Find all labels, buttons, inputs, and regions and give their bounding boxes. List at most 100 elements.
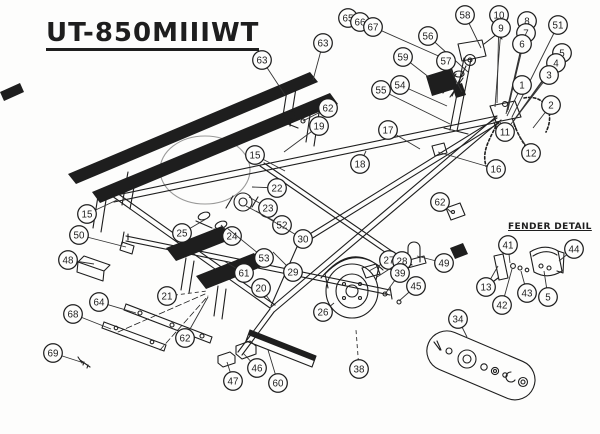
svg-text:42: 42 [497,300,508,311]
callout-20: 20 [251,278,271,298]
callout-42: 42 [492,295,512,315]
fender-detail-label: FENDER DETAIL [508,222,592,232]
callout-21: 21 [157,286,177,306]
svg-text:7: 7 [523,28,528,39]
callout-2: 2 [541,95,561,115]
svg-text:45: 45 [411,281,422,292]
callout-17: 17 [378,120,398,140]
svg-text:58: 58 [460,10,471,21]
svg-text:63: 63 [318,38,329,49]
svg-text:62: 62 [180,333,191,344]
svg-text:65: 65 [343,13,354,24]
svg-text:10: 10 [494,10,505,21]
callout-13: 13 [476,277,496,297]
svg-text:28: 28 [397,256,408,267]
callout-43: 43 [517,283,537,303]
callout-69: 69 [43,343,63,363]
svg-text:23: 23 [263,203,274,214]
svg-text:67: 67 [368,22,379,33]
svg-text:50: 50 [74,230,85,241]
svg-text:26: 26 [318,307,329,318]
callout-5: 5 [538,287,558,307]
callout-48: 48 [58,250,78,270]
callout-leader-51 [511,24,559,118]
svg-text:62: 62 [323,103,334,114]
svg-text:52: 52 [277,220,288,231]
callout-leader-6 [505,43,523,115]
svg-text:17: 17 [383,125,394,136]
svg-text:63: 63 [257,55,268,66]
svg-text:20: 20 [256,283,267,294]
callout-61: 61 [234,263,254,283]
svg-text:15: 15 [250,150,261,161]
svg-text:30: 30 [298,234,309,245]
svg-text:3: 3 [546,70,552,81]
callout-63: 63 [252,50,272,70]
svg-text:34: 34 [453,314,464,325]
svg-text:13: 13 [481,282,492,293]
svg-text:43: 43 [522,288,533,299]
svg-text:38: 38 [354,364,365,375]
svg-text:47: 47 [228,376,239,387]
svg-text:68: 68 [68,309,79,320]
callout-58: 58 [455,5,475,25]
svg-text:59: 59 [398,52,409,63]
svg-text:51: 51 [553,20,564,31]
callout-34: 34 [448,309,468,329]
callout-56: 56 [418,26,438,46]
svg-text:69: 69 [48,348,59,359]
callout-60: 60 [268,373,288,393]
callout-25: 25 [172,223,192,243]
callout-55: 55 [371,80,391,100]
svg-text:44: 44 [569,244,580,255]
callout-54: 54 [390,75,410,95]
callout-3: 3 [539,65,559,85]
svg-text:53: 53 [259,253,270,264]
callout-46: 46 [247,358,267,378]
callout-41: 41 [498,235,518,255]
callout-38: 38 [349,359,369,379]
svg-text:25: 25 [177,228,188,239]
svg-text:61: 61 [239,268,250,279]
svg-text:16: 16 [491,164,502,175]
svg-text:49: 49 [439,258,450,269]
callout-1: 1 [512,75,532,95]
svg-text:21: 21 [162,291,173,302]
callout-24: 24 [222,226,242,246]
svg-text:15: 15 [82,209,93,220]
callout-62: 62 [318,98,338,118]
callout-64: 64 [89,292,109,312]
callout-15: 15 [77,204,97,224]
callout-51: 51 [548,15,568,35]
svg-text:56: 56 [423,31,434,42]
svg-text:5: 5 [545,292,551,303]
svg-text:6: 6 [519,39,525,50]
callout-18: 18 [350,154,370,174]
callout-16: 16 [486,159,506,179]
callout-leader-3 [510,74,550,125]
callout-67: 67 [363,17,383,37]
svg-text:8: 8 [524,16,530,27]
callout-11: 11 [495,122,515,142]
callout-52: 52 [272,215,292,235]
callout-30: 30 [293,229,313,249]
callout-62: 62 [430,192,450,212]
callout-45: 45 [406,276,426,296]
svg-text:12: 12 [526,148,537,159]
page-title: UT-850MIIIWT [46,19,260,52]
svg-text:9: 9 [498,23,503,34]
svg-text:18: 18 [355,159,366,170]
callout-39: 39 [390,263,410,283]
callout-59: 59 [393,47,413,67]
svg-text:62: 62 [435,197,446,208]
svg-text:19: 19 [314,121,325,132]
callout-47: 47 [223,371,243,391]
callout-15: 15 [245,145,265,165]
callout-26: 26 [313,302,333,322]
svg-text:48: 48 [63,255,74,266]
svg-text:39: 39 [395,268,406,279]
svg-text:54: 54 [395,80,406,91]
callout-9: 9 [491,18,511,38]
